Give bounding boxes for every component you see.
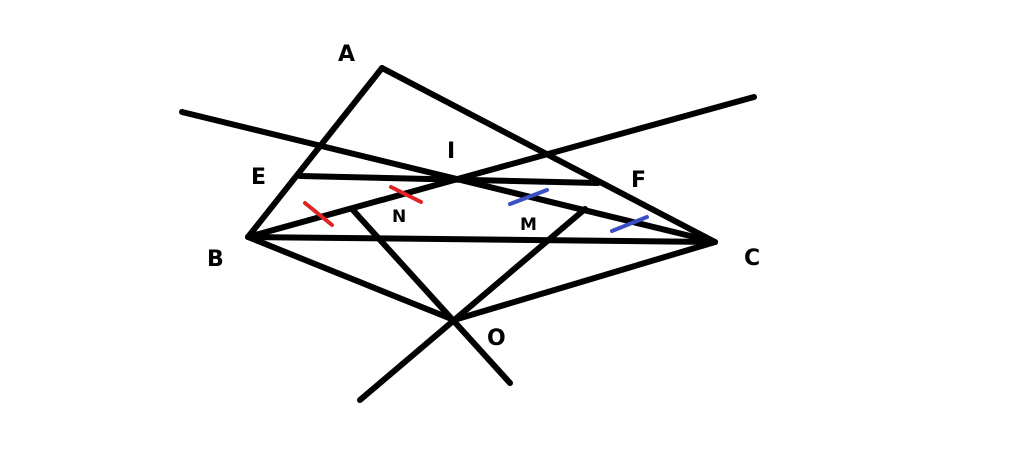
segment-AB <box>245 65 385 240</box>
label-E: E <box>251 165 266 190</box>
segment-CO <box>451 239 718 323</box>
label-A: A <box>338 42 355 67</box>
label-I: I <box>447 139 455 164</box>
line-M-O <box>357 206 588 403</box>
segment-BO <box>245 234 457 323</box>
line-through-B-and-I <box>245 94 757 240</box>
tick-mark-red-1 <box>303 201 334 227</box>
tick-mark-blue-1 <box>508 188 549 206</box>
label-N: N <box>392 207 406 227</box>
label-C: C <box>744 246 760 271</box>
segment-BC <box>245 234 718 245</box>
label-B: B <box>207 247 224 272</box>
line-N-O <box>349 206 513 386</box>
label-M: M <box>520 215 537 235</box>
tick-mark-blue-2 <box>610 215 649 233</box>
label-O: O <box>487 326 506 351</box>
label-F: F <box>631 168 646 193</box>
line-through-I-to-C <box>179 109 718 245</box>
tick-mark-red-2 <box>389 185 423 204</box>
